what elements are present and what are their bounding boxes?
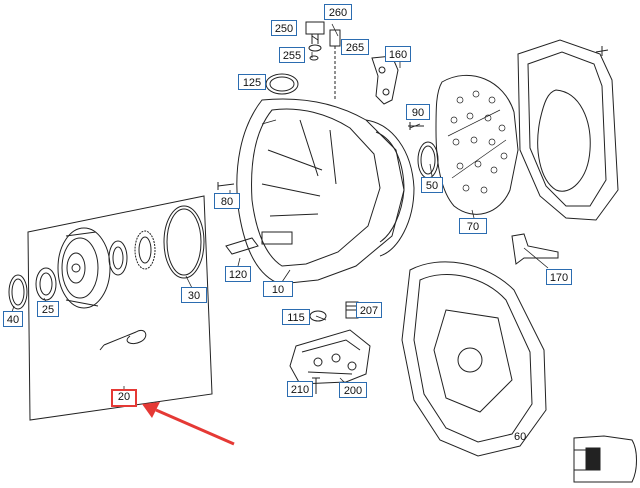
callout-125[interactable]: 125 — [238, 74, 266, 90]
part-210-bolt — [312, 377, 320, 394]
callout-265[interactable]: 265 — [341, 39, 369, 55]
leader-lines — [11, 23, 549, 390]
callout-170[interactable]: 170 — [546, 269, 572, 285]
part-30-o-ring — [163, 205, 205, 279]
vehicle-location-thumbnail — [573, 435, 637, 483]
transmission-case — [517, 39, 619, 221]
callout-207[interactable]: 207 — [356, 302, 382, 318]
sensor-parts — [305, 21, 341, 100]
part-120-gasket — [225, 237, 259, 255]
callout-10[interactable]: 10 — [263, 281, 293, 297]
part-170-bracket — [511, 233, 559, 265]
part-40-seal-ring — [8, 274, 28, 310]
part-70-intermediate-plate — [435, 74, 519, 215]
pointer-arrow — [142, 402, 235, 446]
callout-115[interactable]: 115 — [282, 309, 310, 325]
callout-20[interactable]: 20 — [111, 389, 137, 407]
part-25-ring — [35, 267, 57, 301]
callout-90[interactable]: 90 — [406, 104, 430, 120]
part-80-bolt — [217, 182, 235, 190]
pump-gears — [108, 230, 156, 276]
callout-120[interactable]: 120 — [225, 266, 251, 282]
callout-160[interactable]: 160 — [385, 46, 411, 62]
part-160-bracket — [371, 55, 399, 105]
part-125-seal-ring — [265, 73, 299, 95]
part-60-housing — [401, 261, 547, 457]
part-10-bell-housing — [236, 98, 415, 285]
part-20-oil-pump — [57, 227, 111, 309]
part-50-o-ring — [417, 141, 439, 179]
part-200-valve-body — [289, 329, 371, 385]
callout-25[interactable]: 25 — [37, 301, 59, 317]
callout-30[interactable]: 30 — [181, 287, 207, 303]
callout-50[interactable]: 50 — [421, 177, 443, 193]
callout-40[interactable]: 40 — [3, 311, 23, 327]
cable-tie — [99, 329, 147, 351]
part-115-seal — [309, 310, 327, 322]
callout-210[interactable]: 210 — [287, 381, 313, 397]
callout-70[interactable]: 70 — [459, 218, 487, 234]
callout-60[interactable]: 60 — [514, 431, 527, 443]
callout-250[interactable]: 250 — [271, 20, 297, 36]
part-90-bolt — [408, 122, 424, 130]
callout-255[interactable]: 255 — [279, 47, 305, 63]
pump-assembly-plate — [27, 195, 213, 421]
callout-260[interactable]: 260 — [324, 4, 352, 20]
callout-200[interactable]: 200 — [339, 382, 367, 398]
callout-80[interactable]: 80 — [214, 193, 240, 209]
